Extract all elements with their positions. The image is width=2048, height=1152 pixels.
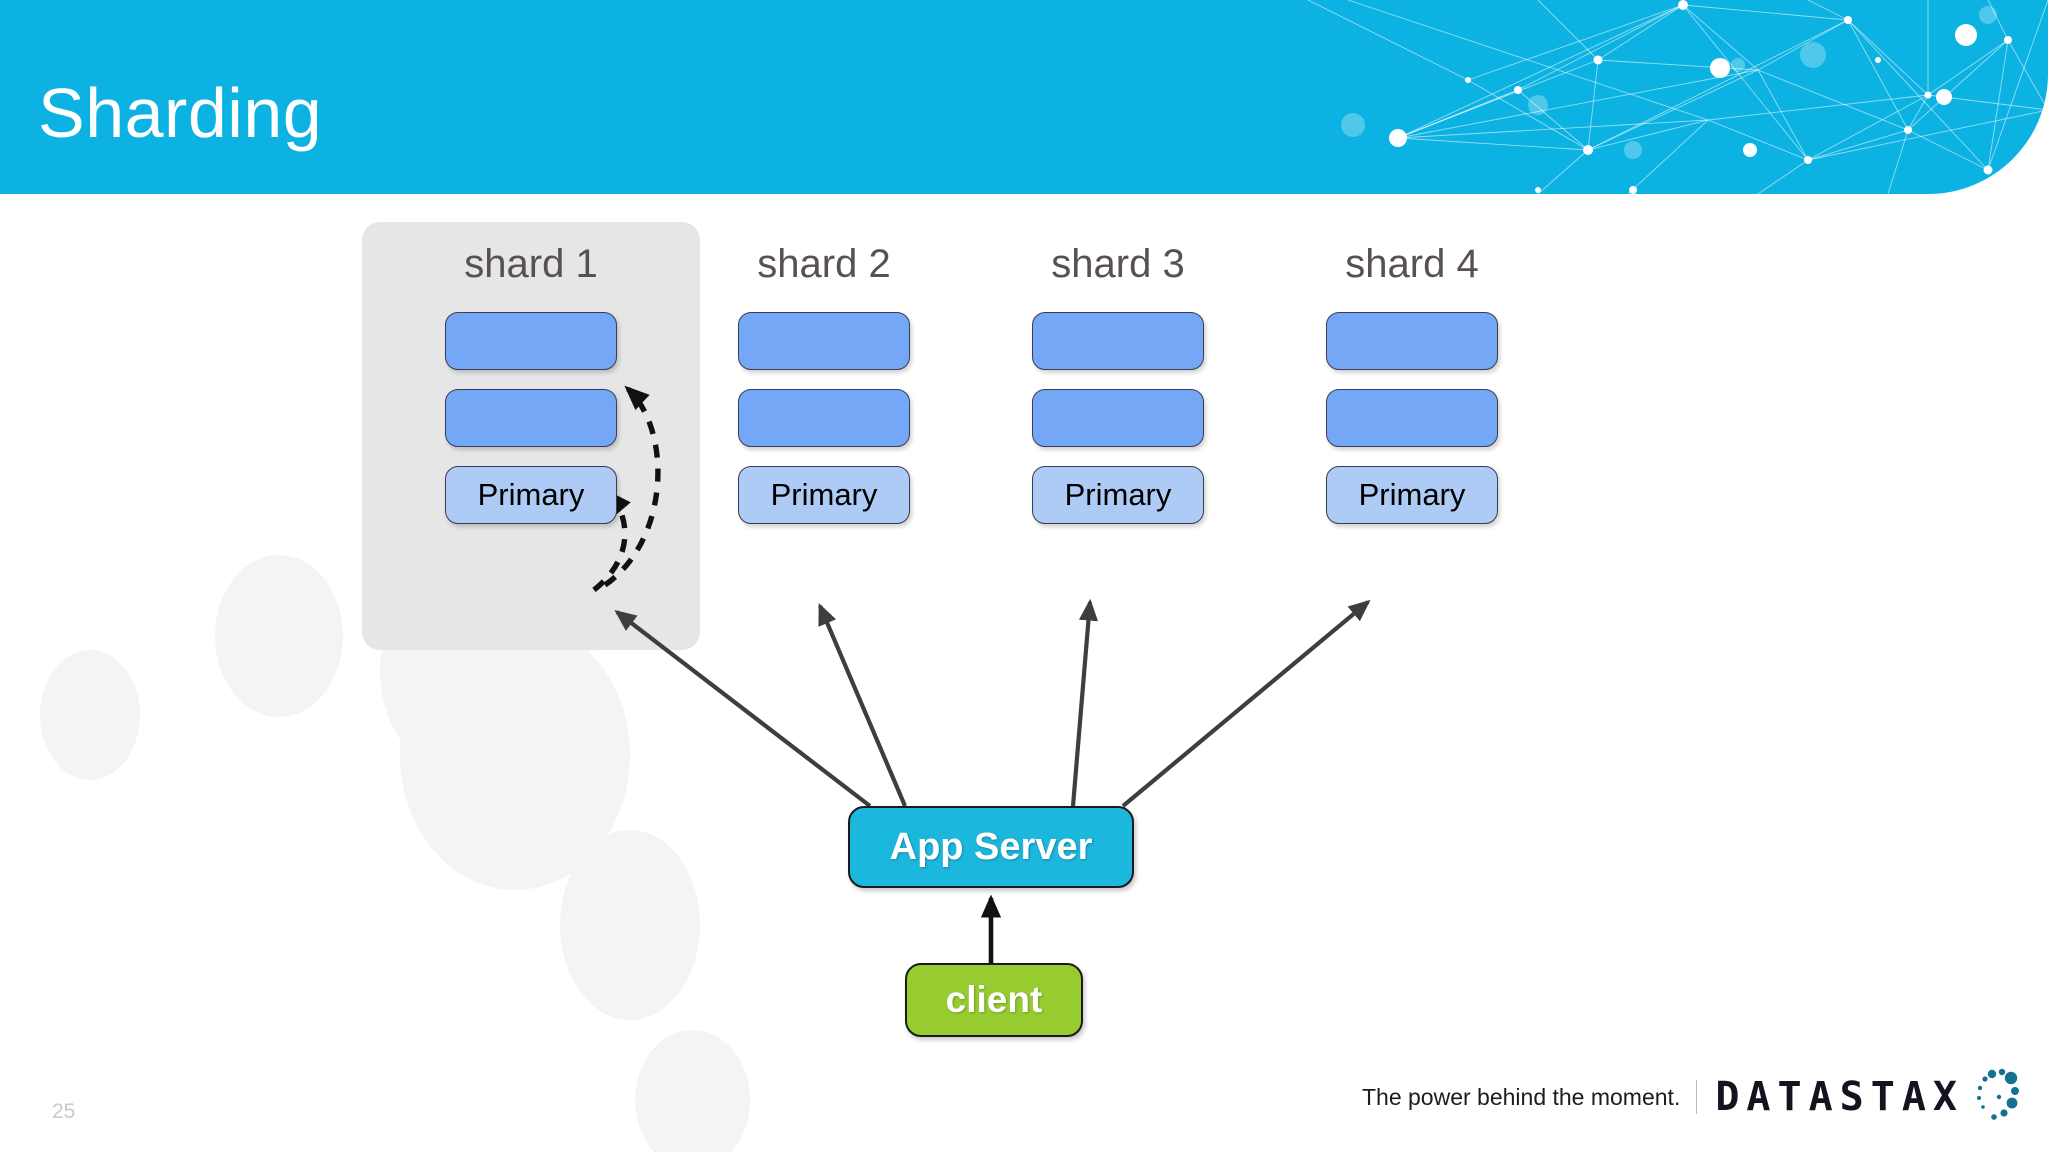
shard-2-primary-node[interactable]: Primary (738, 466, 910, 524)
shard-column-1[interactable]: shard 1 Primary (416, 236, 646, 524)
shard-column-3[interactable]: shard 3 Primary (1003, 236, 1233, 524)
shard-3-primary-node[interactable]: Primary (1032, 466, 1204, 524)
slide-header-band (0, 0, 2048, 194)
footer-tagline: The power behind the moment. (1361, 1083, 1681, 1110)
page-number: 25 (52, 1100, 76, 1123)
shard-4-secondary-node-1[interactable] (1326, 312, 1498, 370)
shard-3-secondary-node-2[interactable] (1032, 389, 1204, 447)
shard-1-secondary-node-1[interactable] (445, 312, 617, 370)
client-node[interactable]: client (905, 963, 1083, 1037)
shard-column-2[interactable]: shard 2 Primary (709, 236, 939, 524)
app-server-node[interactable]: App Server (848, 806, 1134, 888)
shard-1-secondary-node-2[interactable] (445, 389, 617, 447)
shard-4-primary-node[interactable]: Primary (1326, 466, 1498, 524)
edge-appserver-shard3 (1070, 598, 1099, 807)
shard-1-primary-node[interactable]: Primary (445, 466, 617, 524)
shard-2-secondary-node-1[interactable] (738, 312, 910, 370)
shard-column-4[interactable]: shard 4 Primary (1297, 236, 1527, 524)
shard-3-secondary-node-1[interactable] (1032, 312, 1204, 370)
shard-label: shard 4 (1345, 242, 1479, 286)
datastax-logo-icon (1977, 1068, 2019, 1120)
edge-appserver-shard2 (818, 602, 907, 807)
network-graphic (1307, 0, 2048, 194)
shard-2-secondary-node-2[interactable] (738, 389, 910, 447)
shard-label: shard 1 (464, 242, 598, 286)
footer-branding: The power behind the moment. DATASTAX (1362, 1066, 2024, 1128)
footer-divider (1696, 1080, 1698, 1114)
page-title: Sharding (38, 74, 323, 152)
shard-label: shard 2 (757, 242, 891, 286)
datastax-wordmark: DATASTAX (1715, 1066, 2024, 1128)
wordmark-text: DATASTAX (1715, 1074, 1964, 1120)
shard-4-secondary-node-2[interactable] (1326, 389, 1498, 447)
shard-label: shard 3 (1051, 242, 1185, 286)
edge-appserver-shard4 (1121, 599, 1371, 808)
